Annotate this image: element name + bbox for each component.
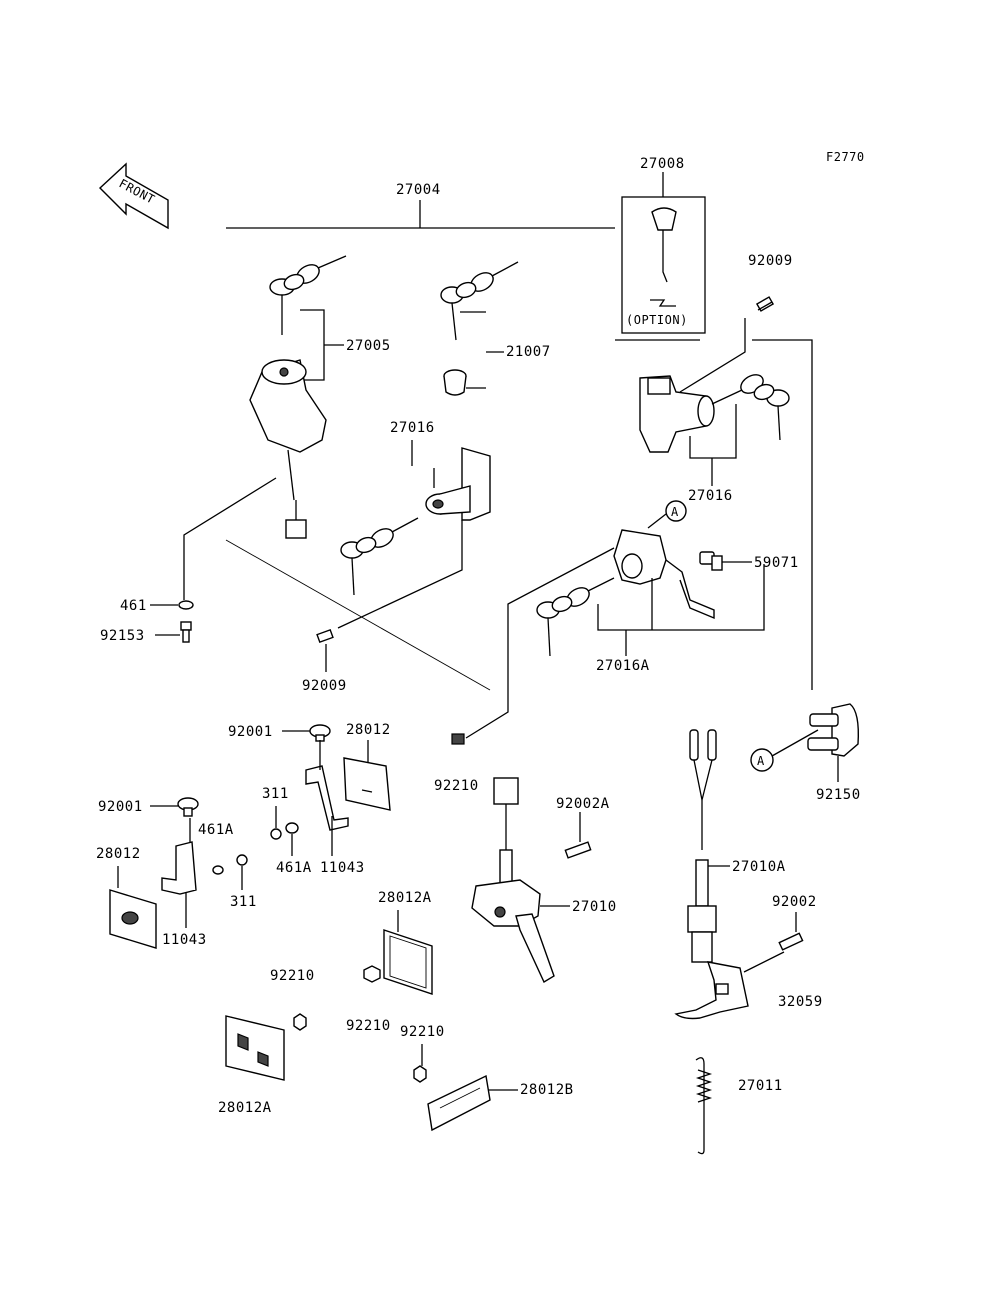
bracket-11043-a-icon — [305, 740, 349, 831]
leader-27004 — [226, 200, 615, 229]
label-27008: 27008 — [640, 156, 685, 172]
leader-seat-lock-b — [337, 520, 463, 629]
connector-92210-icon — [493, 777, 519, 850]
label-92210-b: 92210 — [270, 968, 315, 984]
svg-text:A: A — [757, 754, 765, 768]
keys-27016-mid-icon — [340, 517, 419, 596]
leader-27016-right — [689, 404, 737, 459]
label-27005: 27005 — [346, 338, 391, 354]
svg-text:A: A — [671, 505, 679, 519]
label-311-b: 311 — [230, 894, 257, 910]
leader-27016A — [597, 564, 765, 631]
label-27010A: 27010A — [732, 859, 786, 875]
clip-59071-icon — [699, 551, 723, 571]
washer-461-icon — [178, 600, 194, 610]
label-59071: 59071 — [754, 555, 799, 571]
label-92210-a: 92210 — [434, 778, 479, 794]
bracket-11043-b-icon — [161, 841, 197, 895]
leader-92002-b — [743, 951, 785, 973]
label-461A-a: 461A — [198, 822, 234, 838]
label-92002: 92002 — [772, 894, 817, 910]
label-92001-a: 92001 — [228, 724, 273, 740]
switch-27010-icon — [471, 849, 555, 984]
leader-fuel-cable — [465, 547, 615, 739]
bolt-92002A-icon — [564, 841, 592, 859]
label-27010: 27010 — [572, 899, 617, 915]
washer-461A-c-icon — [212, 865, 224, 875]
label-11043-b: 11043 — [162, 932, 207, 948]
option-label: (OPTION) — [626, 313, 688, 327]
keys-27005-icon — [269, 255, 347, 335]
ref-circle-a-top: A — [665, 500, 687, 522]
ref-circle-a-bottom: A — [750, 748, 774, 772]
leader-circle-a-bottom — [771, 729, 819, 757]
leader-ignition — [183, 477, 277, 600]
leader-circle-a-top — [647, 513, 667, 529]
helmet-lock-icon — [639, 375, 715, 453]
nut-92210-b-icon — [363, 965, 381, 983]
nut-92210-d-icon — [413, 1065, 427, 1083]
label-92002A: 92002A — [556, 796, 610, 812]
spring-27011-icon — [695, 1057, 713, 1155]
leader-92009-top — [679, 318, 746, 393]
label-11043-a: 11043 — [320, 860, 365, 876]
label-92210-d: 92210 — [400, 1024, 445, 1040]
label-27016-mid: 27016 — [390, 420, 435, 436]
label-32059: 32059 — [778, 994, 823, 1010]
ignition-switch-icon — [249, 359, 327, 539]
front-arrow-icon: FRONT — [98, 162, 169, 230]
leader-27004-right — [752, 339, 813, 690]
reflector-28012B-icon — [427, 1074, 491, 1132]
screw-92009-mid-icon — [316, 628, 334, 644]
label-27004: 27004 — [396, 182, 441, 198]
label-92153: 92153 — [100, 628, 145, 644]
label-461: 461 — [120, 598, 147, 614]
bolt-92001-b-icon — [177, 797, 199, 817]
label-28012A-b: 28012A — [218, 1100, 272, 1116]
keys-27016-right-icon — [711, 374, 790, 441]
figure-code: F2770 — [826, 150, 865, 164]
label-27016A: 27016A — [596, 658, 650, 674]
bolt-92002-icon — [778, 932, 804, 951]
reflector-28012A-a-icon — [383, 929, 433, 995]
label-27011: 27011 — [738, 1078, 783, 1094]
seat-lock-icon — [425, 447, 491, 521]
label-27016-right: 27016 — [688, 488, 733, 504]
reflector-28012-b-icon — [109, 889, 157, 949]
bolt-92001-a-icon — [309, 724, 331, 742]
label-311-a: 311 — [262, 786, 289, 802]
keys-27016A-icon — [536, 577, 615, 657]
label-28012-b: 28012 — [96, 846, 141, 862]
label-21007: 21007 — [506, 344, 551, 360]
nut-92210-c-icon — [293, 1013, 307, 1031]
reflector-28012A-b-icon — [225, 1015, 285, 1081]
reflector-28012-a-icon — [343, 757, 391, 811]
cable-27010A-icon — [687, 729, 717, 963]
nut-311-b-icon — [236, 854, 248, 866]
nut-icon — [451, 733, 465, 745]
label-28012A-a: 28012A — [378, 890, 432, 906]
label-92009-mid: 92009 — [302, 678, 347, 694]
label-92009-top: 92009 — [748, 253, 793, 269]
bolt-92153-icon — [180, 621, 192, 643]
screw-92009-top-icon — [755, 296, 775, 312]
label-92150: 92150 — [816, 787, 861, 803]
keys-21007-icon — [440, 261, 519, 341]
leader-diagonal — [225, 539, 491, 691]
key-cap-icon — [443, 369, 467, 396]
fuel-lock-icon — [613, 529, 715, 620]
label-461A-b: 461A — [276, 860, 312, 876]
label-28012-a: 28012 — [346, 722, 391, 738]
bolts-92150-icon — [807, 703, 860, 757]
option-key-icon — [650, 207, 677, 307]
nut-311-a-icon — [270, 828, 282, 840]
bracket-32059-icon — [674, 961, 749, 1020]
washer-461A-b-icon — [285, 822, 299, 834]
label-28012B: 28012B — [520, 1082, 574, 1098]
label-92210-c: 92210 — [346, 1018, 391, 1034]
label-92001-b: 92001 — [98, 799, 143, 815]
